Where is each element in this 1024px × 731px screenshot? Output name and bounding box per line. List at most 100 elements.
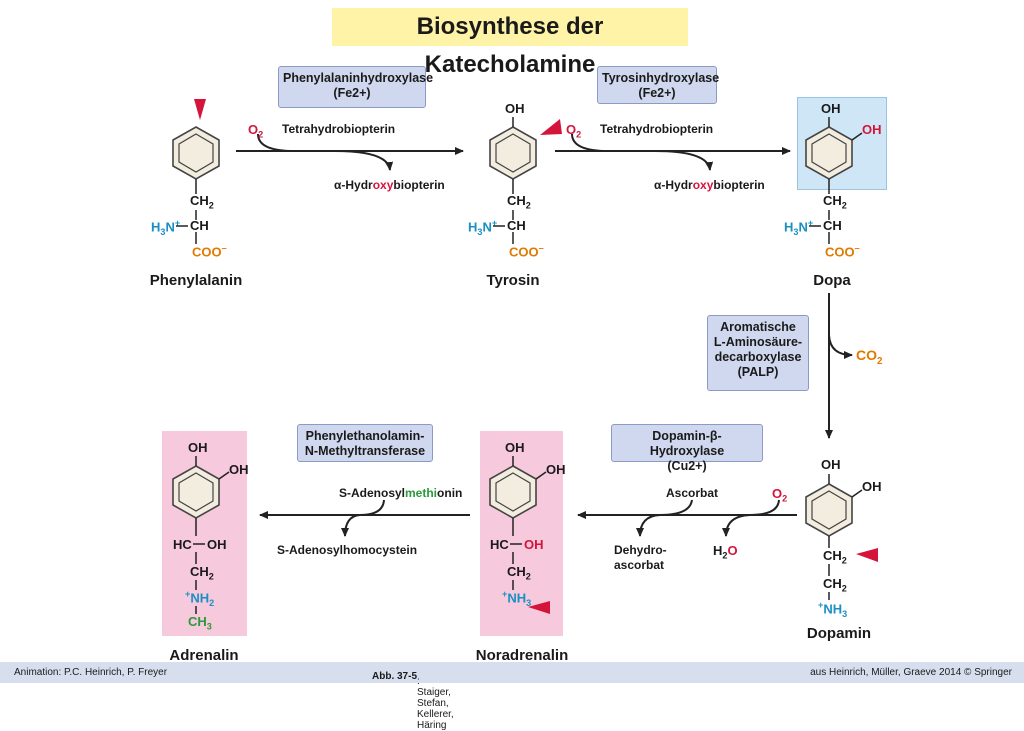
adrenalin-oh-2: OH <box>229 462 249 477</box>
footer-bar: Animation: P.C. Heinrich, P. Freyer Abb.… <box>0 662 1024 731</box>
compound-noradrenalin: Noradrenalin <box>475 647 569 664</box>
enzyme-name: Tyrosinhydroxylase <box>602 71 720 85</box>
dopa-h3n: H3N+ <box>784 218 814 237</box>
bh2-suffix: biopterin <box>713 178 765 192</box>
adrenalin-ring <box>172 465 220 519</box>
enzyme-name-line-1: Phenylethanolamin- <box>305 429 425 443</box>
cofactor-curve-2 <box>571 133 710 170</box>
o2-label-3: O2 <box>772 486 788 504</box>
dopa-coo: COO– <box>825 243 860 260</box>
noradrenalin-hc: HC <box>490 537 509 552</box>
dehydroascorbat-line-2: ascorbat <box>614 558 665 572</box>
tyr-ch2: CH2 <box>507 193 531 211</box>
sah-label: S-Adenosylhomocystein <box>277 543 418 557</box>
adrenalin-oh-3: OH <box>207 537 227 552</box>
noradrenalin-oh-3: OH <box>524 537 544 552</box>
adrenalin-nh2: +NH2 <box>185 589 215 608</box>
dopa-oh-1: OH <box>821 101 841 116</box>
dopamin-ring <box>805 483 853 537</box>
enzyme-name: Dopamin-β-Hydroxylase <box>649 429 725 458</box>
co2-label: CO2 <box>856 347 883 367</box>
ascorbat-curve <box>636 499 693 537</box>
bh2-label-1: α-Hydroxybiopterin <box>334 178 445 192</box>
figure-number: Abb. 37-5 <box>372 671 418 682</box>
enzyme-name-line-2: N-Methyltransferase <box>304 444 426 458</box>
footer-credit-right: aus Heinrich, Müller, Graeve 2014 © Spri… <box>810 667 1012 678</box>
dopamin-ch2-1: CH2 <box>823 548 847 566</box>
compound-adrenalin: Adrenalin <box>169 647 239 664</box>
tyr-ch: CH <box>507 218 526 233</box>
dehydroascorbat-label: Dehydro- ascorbat <box>614 543 667 573</box>
enzyme-cofactor: (Fe2+) <box>333 86 371 100</box>
marker-phenylalanin <box>194 99 206 120</box>
reaction-arrows-layer <box>172 99 878 614</box>
h2o-label: H2O <box>713 543 738 561</box>
enzyme-phenylalaninhydroxylase: Phenylalaninhydroxylase (Fe2+) <box>278 66 434 108</box>
enzyme-name-line-3: decarboxylase <box>714 350 802 364</box>
enzyme-cofactor: (Cu2+) <box>667 459 707 473</box>
compound-phenylalanin: Phenylalanin <box>149 272 243 289</box>
enzyme-tyrosinhydroxylase: Tyrosinhydroxylase (Fe2+) <box>597 66 720 104</box>
enzyme-cofactor: (Fe2+) <box>638 86 676 100</box>
adrenalin-oh-1: OH <box>188 440 208 455</box>
tyr-coo: COO– <box>509 243 544 260</box>
adrenalin-ch3: CH3 <box>188 614 212 632</box>
sam-methyl: methi <box>405 486 438 500</box>
phe-h3n: H3N+ <box>151 218 181 237</box>
dopa-ch2: CH2 <box>823 193 847 211</box>
adrenalin-highlight-box <box>162 431 247 636</box>
bh2-oxy: oxy <box>692 178 714 192</box>
dopa-ring <box>805 126 853 180</box>
bh2-prefix: α-Hydr <box>334 178 373 192</box>
phe-coo: COO– <box>192 243 227 260</box>
ascorbat-label: Ascorbat <box>666 486 719 500</box>
o2-label-1: O2 <box>248 122 264 140</box>
tyr-oh: OH <box>505 101 525 116</box>
adrenalin-ch2: CH2 <box>190 564 214 582</box>
dopamin-ch2-2: CH2 <box>823 576 847 594</box>
bh2-oxy: oxy <box>372 178 394 192</box>
sam-label: S-Adenosylmethionin <box>339 486 462 500</box>
diagram-title: Biosynthese der Katecholamine <box>332 8 688 78</box>
phe-ch2: CH2 <box>190 193 214 211</box>
phe-ch: CH <box>190 218 209 233</box>
sam-suffix: onin <box>437 486 463 500</box>
enzyme-name-line-2: L-Aminosäure- <box>713 335 803 349</box>
enzyme-pnmt: Phenylethanolamin- N-Methyltransferase <box>297 424 433 462</box>
sam-prefix: S-Adenosyl <box>339 486 406 500</box>
enzyme-aadc: Aromatische L-Aminosäure- decarboxylase … <box>707 315 809 391</box>
compound-dopa: Dopa <box>813 272 851 289</box>
tyr-h3n: H3N+ <box>468 218 498 237</box>
noradrenalin-ch2: CH2 <box>507 564 531 582</box>
noradrenalin-oh-1: OH <box>505 440 525 455</box>
o2-label-2: O2 <box>566 122 582 140</box>
marker-tyrosin <box>540 119 562 135</box>
dopamin-oh-1: OH <box>821 457 841 472</box>
compound-tyrosin: Tyrosin <box>486 272 540 289</box>
enzyme-name-line-1: Aromatische <box>720 320 796 334</box>
tyrosin-ring <box>489 126 537 180</box>
noradrenalin-nh3: +NH3 <box>502 589 532 608</box>
footer-credit-left: Animation: P.C. Heinrich, P. Freyer <box>14 667 168 678</box>
enzyme-name: Phenylalaninhydroxylase <box>283 71 434 85</box>
dopa-oh-2: OH <box>862 122 882 137</box>
bh4-label-1: Tetrahydrobiopterin <box>282 122 396 136</box>
bh2-label-2: α-Hydroxybiopterin <box>654 178 765 192</box>
footer-caption: Abb. 37-5: Staiger, Stefan, Kellerer, Hä… <box>372 671 454 731</box>
dopa-ch: CH <box>823 218 842 233</box>
dopamin-nh3: +NH3 <box>818 600 848 619</box>
bh2-prefix: α-Hydr <box>654 178 693 192</box>
bh4-label-2: Tetrahydrobiopterin <box>600 122 714 136</box>
bh2-suffix: biopterin <box>393 178 445 192</box>
adrenalin-hc: HC <box>173 537 192 552</box>
figure-authors: : Staiger, Stefan, Kellerer, Häring <box>417 676 454 731</box>
enzyme-cofactor: (PALP) <box>737 365 779 379</box>
marker-dopamin <box>856 548 878 562</box>
enzyme-dopamin-beta-hydroxylase: Dopamin-β-Hydroxylase (Cu2+) <box>611 424 763 473</box>
phenylalanin-ring <box>172 126 220 180</box>
o2-curve <box>722 499 780 537</box>
dehydroascorbat-line-1: Dehydro- <box>614 543 667 557</box>
co2-curve <box>828 334 853 359</box>
compound-dopamin: Dopamin <box>806 625 872 642</box>
dopamin-oh-2: OH <box>862 479 882 494</box>
